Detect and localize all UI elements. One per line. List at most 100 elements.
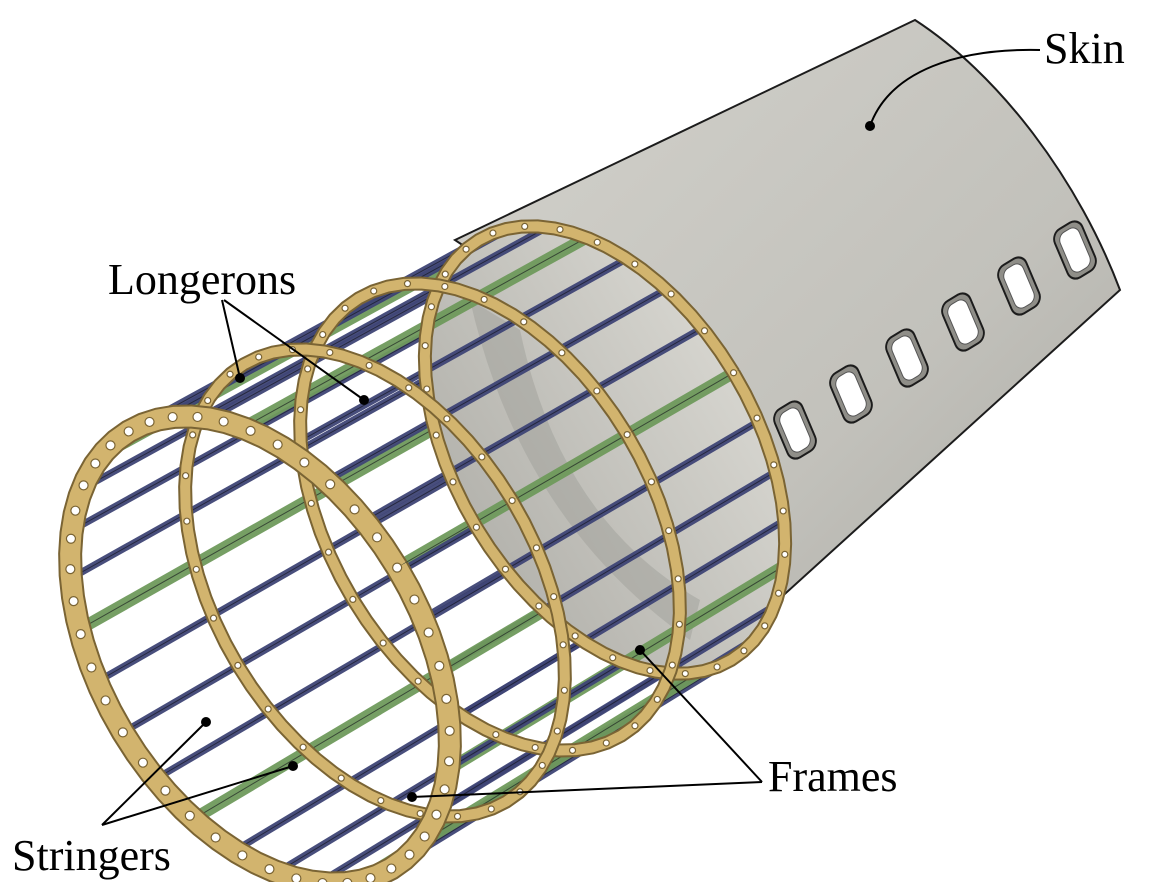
window-pane [1059,227,1091,273]
frame-hole [441,693,452,704]
frame-hole [160,785,171,796]
stringers-leader-2 [101,765,294,826]
frame-hole [210,832,221,843]
frame-hole [623,430,631,439]
frame-ring [293,276,687,758]
bar-edge [193,610,545,820]
frame-hole [403,280,412,288]
frame-hole [449,478,457,486]
bar-edge [364,327,703,522]
frame-hole [78,480,89,491]
frame-hole [439,784,450,795]
frame-hole [65,564,76,575]
window-pane [779,407,811,453]
frame-hole [538,761,546,770]
frames-group [58,219,793,887]
frame-hole [326,348,334,357]
frame-hole [379,639,387,647]
frame-hole [553,727,561,735]
frame-hole [304,365,312,373]
frame-hole [453,812,462,820]
frame-hole [478,453,486,461]
longeron-leader-2 [223,299,365,401]
frame-hole [593,387,601,395]
frame-hole [761,622,769,630]
frames-leader-2 [411,781,763,798]
frame-hole [68,596,79,607]
frame-hole [700,327,709,335]
frame-hole [264,705,272,713]
frame-hole [70,505,81,516]
frame-hole [386,863,397,874]
frame-hole [209,614,218,622]
frame-hole [317,877,328,887]
frame-hole [117,727,128,738]
frame-hole [414,677,422,685]
frame-hole [508,496,516,505]
frame-hole [299,743,307,751]
bar-edge [318,672,664,884]
frame-hole [489,229,497,237]
bar-edge [128,239,480,432]
bar-edge [234,640,584,852]
frame-hole [443,415,451,423]
frame-hole [218,416,229,427]
frame-hole [184,810,195,821]
frame-hole [325,479,336,490]
frame-hole [779,507,787,515]
skin-leader-dot [865,121,875,131]
frame-hole [492,730,500,739]
frame-hole [409,594,420,605]
stringers-dot-2 [288,761,298,771]
frame-hole [427,303,436,311]
frame-hole [392,562,403,573]
frame-hole [423,385,431,393]
frame-hole [100,695,111,706]
frame-hole [183,517,191,525]
frame-hole [182,472,190,480]
frame-hole [631,722,639,730]
frame-hole [444,725,455,736]
frame-hole [204,396,212,405]
frame-hole [753,414,761,422]
frame-hole [602,739,610,747]
bar-edge [96,478,452,683]
frame-hole [462,245,470,253]
frame-hole [307,499,315,507]
bar-edge [122,526,477,733]
window [1053,220,1097,280]
frame-hole [441,282,449,291]
frame-hole [123,426,134,437]
window [885,328,929,388]
frame-hole [342,877,353,887]
frame-bars [69,224,787,887]
bar-edge [200,226,548,418]
frame-hole [371,532,383,543]
frame-hole [341,304,349,312]
frame-hole [665,527,673,535]
longerons-label: Longerons [108,255,297,304]
stringers-dot-1 [201,717,211,727]
frame-hole [681,670,689,678]
bar-edge [155,571,508,780]
frame-hole [416,809,424,818]
frame-hole [559,641,567,649]
window-pane [1003,263,1035,309]
frames-leader-1 [639,649,763,783]
frame-hole [226,370,234,378]
frame-hole [568,746,577,754]
frame-hole [713,663,721,671]
frame-hole [65,533,77,544]
frame-hole [319,330,327,339]
longeron-dot-2 [359,395,369,405]
frame-hole [144,416,155,428]
frame-hole [521,222,529,230]
frame-hole [675,620,683,628]
frame-hole [472,523,481,531]
frame-hole [404,849,415,860]
frame-hole [365,361,373,370]
frame-hole [86,662,97,673]
frame-hole [75,629,86,640]
frame-hole [647,478,656,486]
